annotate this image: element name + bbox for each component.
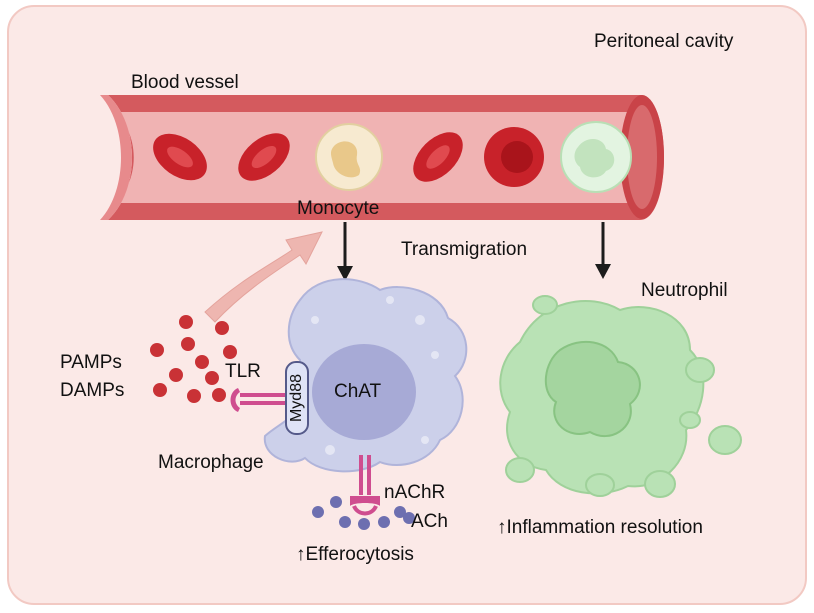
red-blood-cell [413,132,463,182]
label-peritoneal-cavity: Peritoneal cavity [594,31,734,52]
label-chat: ChAT [334,381,382,402]
label-ach: ACh [411,511,448,532]
monocyte-cell [315,123,383,191]
neutrophil-in-vessel [560,121,632,193]
label-macrophage: Macrophage [158,452,264,473]
macrophage-cell [263,278,468,473]
label-inflammation-resolution: ↑Inflammation resolution [497,518,703,537]
label-blood-vessel: Blood vessel [131,72,239,93]
pamp-damp-molecules [150,315,237,403]
label-neutrophil: Neutrophil [641,280,728,301]
label-myd88: Myd88 [288,373,305,423]
recruitment-arrow [204,231,323,323]
monocyte-down-arrow [337,222,353,281]
inflammation-resolution-text: Inflammation resolution [506,517,703,538]
neutrophil-cell [499,295,742,498]
red-blood-cell [238,133,290,181]
red-blood-cell [484,127,544,187]
up-arrow-icon: ↑ [497,517,507,538]
label-tlr: TLR [225,361,261,382]
label-damps: DAMPs [60,380,125,401]
efferocytosis-text: Efferocytosis [305,544,414,565]
nachr-receptor [350,455,380,516]
label-efferocytosis: ↑Efferocytosis [296,545,414,564]
vessel-opening-inner [627,105,657,209]
label-pamps: PAMPs [60,352,122,373]
label-transmigration: Transmigration [401,239,528,260]
neutrophil-down-arrow [595,222,611,279]
red-blood-cell [153,133,207,181]
ach-molecules [312,496,415,530]
up-arrow-icon: ↑ [296,544,306,565]
red-blood-cells [153,127,544,187]
tlr-receptor [230,388,290,412]
myd88-box [285,361,309,435]
vessel-left-end [100,95,132,220]
macrophage-nucleus [312,344,416,440]
label-monocyte: Monocyte [297,198,380,219]
label-nachr: nAChR [384,482,446,503]
